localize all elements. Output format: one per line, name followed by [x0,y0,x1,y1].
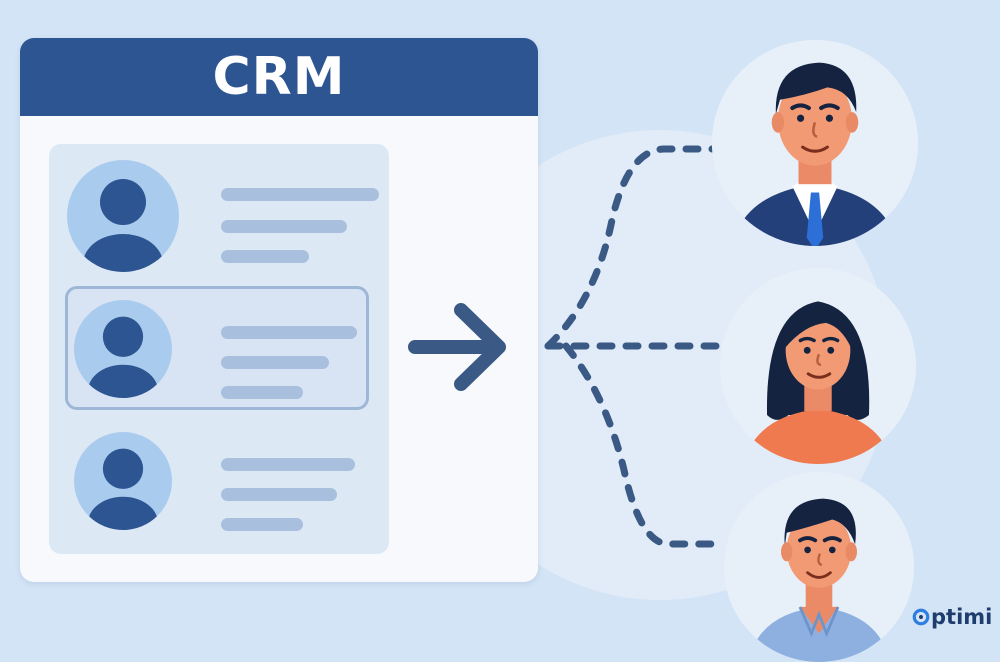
record-line [221,356,329,369]
record-line [221,386,303,399]
user-avatar-icon [74,432,172,530]
connector-to-contact-3 [562,342,726,548]
optimi-logo: ptimi [912,602,992,632]
record-line [221,220,347,233]
crm-record[interactable] [49,420,389,546]
crm-record-list [49,144,389,554]
o-dot-logo-icon [912,608,930,626]
record-line [221,250,309,263]
logo-text: ptimi [931,605,993,629]
arrow-right-icon [408,303,506,391]
crm-header: CRM [20,38,538,116]
woman-avatar-icon [720,268,916,464]
record-line [221,188,379,201]
crm-record-selected[interactable] [49,286,389,412]
record-line [221,518,303,531]
user-avatar-icon [74,300,172,398]
crm-title: CRM [212,47,346,107]
record-line [221,488,337,501]
record-line [221,326,357,339]
crm-panel: CRM [20,38,538,582]
man-casual-avatar-icon [724,472,914,662]
businessman-avatar-icon [712,40,918,246]
contact-avatar-woman[interactable] [720,268,916,464]
contact-avatar-man[interactable] [724,472,914,662]
record-line [221,458,355,471]
connector-to-contact-1 [544,145,716,350]
contact-avatar-businessman[interactable] [712,40,918,246]
crm-record[interactable] [49,152,389,278]
user-avatar-icon [67,160,179,272]
